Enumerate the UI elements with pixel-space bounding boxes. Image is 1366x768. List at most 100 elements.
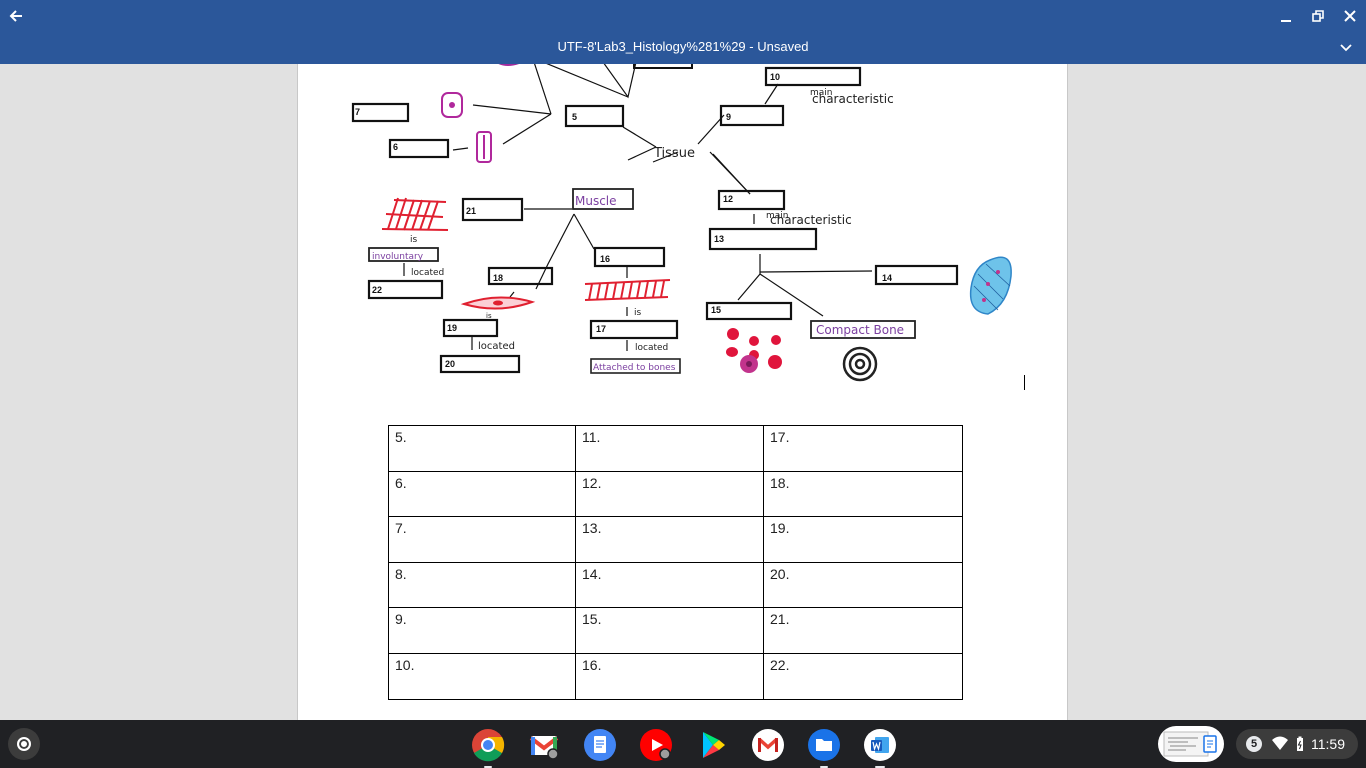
- located-label-smooth: located: [478, 341, 515, 352]
- table-cell[interactable]: 13.: [575, 516, 764, 563]
- gmail-icon: [752, 729, 784, 761]
- table-cell[interactable]: 10.: [388, 652, 576, 700]
- table-cell[interactable]: 22.: [763, 652, 963, 700]
- title-bar: UTF-8'Lab3_Histology%281%29 - Unsaved: [0, 0, 1366, 64]
- running-indicator: [820, 766, 828, 768]
- table-row: 6.12.18.: [388, 470, 963, 518]
- center-label: Tissue: [653, 146, 695, 161]
- characteristic-label-top: characteristic: [812, 92, 894, 106]
- shelf: 5 11:59: [0, 720, 1366, 768]
- table-cell[interactable]: 7.: [388, 516, 576, 563]
- wifi-icon: [1272, 736, 1288, 750]
- screenshot-thumbnail-icon: [1163, 731, 1217, 757]
- box-label-19: 19: [447, 323, 457, 333]
- box-label-7: 7: [355, 107, 360, 117]
- box-label-13: 13: [714, 234, 724, 244]
- box-label-20: 20: [445, 359, 455, 369]
- close-icon: [1344, 10, 1356, 22]
- word-icon: [864, 729, 896, 761]
- main-label-top: main: [810, 88, 833, 98]
- gmail-app[interactable]: [527, 728, 561, 762]
- table-cell[interactable]: 14.: [575, 561, 764, 609]
- table-cell[interactable]: 16.: [575, 652, 764, 700]
- box-label-12: 12: [723, 194, 733, 204]
- running-indicator: [484, 766, 492, 768]
- docs-app[interactable]: [583, 728, 617, 762]
- table-cell[interactable]: 18.: [763, 470, 963, 518]
- table-row: 5.11.17.: [388, 425, 963, 472]
- compact-bone-label: Compact Bone: [816, 323, 904, 337]
- close-button[interactable]: [1336, 2, 1364, 30]
- table-cell[interactable]: 21.: [763, 607, 963, 654]
- play-store-app[interactable]: [695, 728, 729, 762]
- chrome-app[interactable]: [471, 728, 505, 768]
- box-label-9: 9: [726, 112, 731, 122]
- gmail-app-2[interactable]: [751, 728, 785, 762]
- box-label-22: 22: [372, 285, 382, 295]
- table-cell[interactable]: 20.: [763, 561, 963, 609]
- restore-button[interactable]: [1304, 2, 1332, 30]
- involuntary-label: involuntary: [372, 252, 424, 262]
- chevron-down-icon: [1340, 44, 1352, 52]
- located-label-skeletal: located: [635, 343, 668, 353]
- table-cell[interactable]: 11.: [575, 425, 764, 472]
- table-row: 9.15.21.: [388, 607, 963, 654]
- expand-button[interactable]: [1332, 34, 1360, 62]
- characteristic-label-bottom: characteristic: [770, 213, 852, 227]
- back-button[interactable]: [2, 2, 30, 30]
- attached-label: Attached to bones: [593, 363, 676, 373]
- table-row: 10.16.22.: [388, 652, 963, 700]
- table-row: 8.14.20.: [388, 561, 963, 609]
- document-workspace[interactable]: 7 6 5 10 9 12 13 14 15 21 16 18 17 19 20…: [0, 64, 1366, 720]
- docs-icon: [584, 729, 616, 761]
- youtube-app[interactable]: [639, 728, 673, 762]
- muscle-label: Muscle: [575, 194, 617, 208]
- files-icon: [808, 729, 840, 761]
- document-page[interactable]: 7 6 5 10 9 12 13 14 15 21 16 18 17 19 20…: [297, 64, 1068, 720]
- is-label-left: is: [410, 235, 418, 245]
- text-cursor: [1024, 375, 1025, 390]
- table-cell[interactable]: 8.: [388, 561, 576, 609]
- battery-icon: [1297, 736, 1303, 751]
- is-label-skeletal: is: [634, 308, 642, 318]
- located-label-left: located: [411, 268, 444, 278]
- box-label-5: 5: [572, 112, 577, 122]
- status-tray[interactable]: 5 11:59: [1236, 729, 1358, 759]
- table-cell[interactable]: 6.: [388, 470, 576, 518]
- box-label-10: 10: [770, 72, 780, 82]
- box-label-6: 6: [393, 142, 398, 152]
- back-arrow-icon: [9, 10, 22, 22]
- minimize-button[interactable]: [1272, 2, 1300, 30]
- running-indicator: [875, 766, 885, 768]
- files-app[interactable]: [807, 728, 841, 768]
- holding-space-preview[interactable]: [1158, 726, 1224, 762]
- window-title: UTF-8'Lab3_Histology%281%29 - Unsaved: [557, 39, 809, 54]
- launcher-button[interactable]: [8, 728, 40, 760]
- clock: 11:59: [1311, 736, 1345, 752]
- main-label-bottom: main: [766, 211, 789, 221]
- table-cell[interactable]: 12.: [575, 470, 764, 518]
- table-cell[interactable]: 19.: [763, 516, 963, 563]
- box-label-21: 21: [466, 206, 476, 216]
- is-label-smooth: is: [486, 312, 492, 320]
- table-cell[interactable]: 9.: [388, 607, 576, 654]
- restore-icon: [1312, 10, 1324, 22]
- tissue-concept-map: 7 6 5 10 9 12 13 14 15 21 16 18 17 19 20…: [351, 64, 1012, 382]
- answer-table[interactable]: 5.11.17. 6.12.18. 7.13.19. 8.14.20. 9.15…: [388, 425, 963, 700]
- box-label-18: 18: [493, 273, 503, 283]
- table-cell[interactable]: 5.: [388, 425, 576, 472]
- word-app[interactable]: [863, 728, 897, 768]
- youtube-icon: [640, 729, 672, 761]
- box-label-14: 14: [882, 273, 892, 283]
- table-row: 7.13.19.: [388, 516, 963, 563]
- table-cell[interactable]: 17.: [763, 425, 963, 472]
- notification-badge: 5: [1246, 736, 1262, 752]
- box-label-15: 15: [711, 305, 721, 315]
- table-cell[interactable]: 15.: [575, 607, 764, 654]
- launcher-icon: [17, 737, 31, 751]
- gmail-icon: [529, 736, 559, 760]
- play-store-icon: [703, 732, 725, 758]
- box-label-16: 16: [600, 254, 610, 264]
- chrome-icon: [472, 729, 505, 762]
- box-label-17: 17: [596, 324, 606, 334]
